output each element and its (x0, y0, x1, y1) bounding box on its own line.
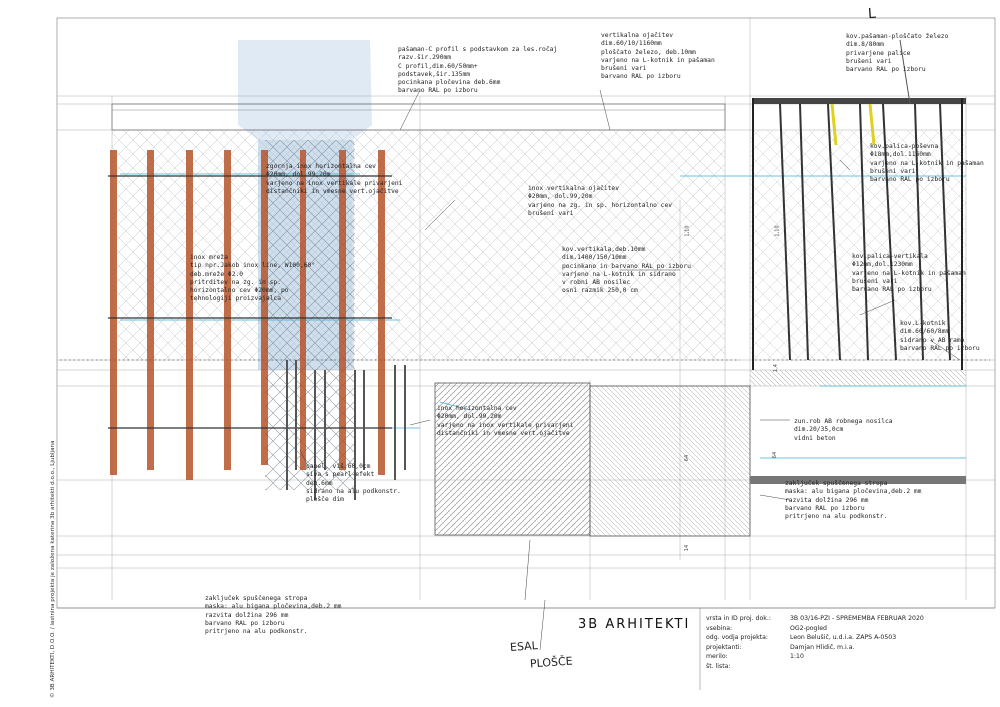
note-kov-l-kotnik: kov.L-kotnik dim.60/60/8mm sidrano v AB … (900, 320, 980, 352)
dim-label: 1,10 (684, 225, 691, 237)
concrete-block-right (589, 385, 751, 537)
right-railing (752, 39, 966, 370)
sheet-mark: L (867, 5, 877, 23)
note-kov-vertikala: kov.vertikala,deb.10mm dim.1400/150/10mm… (562, 246, 691, 295)
note-kov-pasaman-plosc: kov.pašaman-ploščato železo dim.8/80mm p… (846, 33, 949, 74)
dim-label: 64 (772, 451, 779, 459)
title-block-values: 3B 03/16-PZI - SPREMEMBA FEBRUAR 2020 OG… (790, 615, 924, 661)
handwriting-esal: ESAL (509, 639, 539, 654)
sheet-frame (56, 17, 996, 690)
pencil-verticals (286, 360, 406, 500)
note-panel: panel, viš.60,0cm siva s pearl-efekt deb… (306, 463, 401, 504)
copyright-text: © 3B ARHITEKTI, D.O.O. / lastnina projek… (50, 440, 56, 698)
note-zakljucek-spodaj: zaključek spuščenega stropa maska: alu b… (205, 595, 342, 636)
note-inox-horiz-cev: inox horizontalna cev Φ20mm, dol.99,20m … (437, 405, 574, 437)
concrete-block-left (434, 382, 591, 536)
dim-label: 1,4 (772, 364, 779, 372)
note-zgornja-inox-cev: zgornja inox horizontalna cev Φ20mm, dol… (266, 163, 403, 195)
dim-label: 1,10 (774, 225, 781, 237)
note-kov-palica-vertikala: kov.palica-vertikala Φ12mm,dol.1230mm va… (852, 253, 966, 294)
note-pasaman-c-profil: pašaman-C profil s podstavkom za les.roč… (398, 46, 558, 95)
dim-label: 64 (684, 454, 691, 462)
note-zun-rob-ab: zun.rob AB robnega nosilca dim.20/35,0cm… (794, 418, 893, 442)
ceiling-strip (750, 370, 966, 484)
post-rails (108, 175, 392, 429)
note-kov-palica-posevna: kov.palica-poševna Φ18mm,dol.1160mm varj… (870, 143, 984, 184)
note-zakljucek-desno: zaključek spuščenega stropa maska: alu b… (785, 480, 922, 521)
note-vertikalna-ojacitev: vertikalna ojačitev dim.60/10/1160mm plo… (601, 32, 715, 81)
note-inox-vert-ojacitev: inox vertikalna ojačitev Φ20mm, dol.99,2… (528, 185, 673, 217)
top-rail (111, 103, 726, 131)
note-inox-mreza: inox mreža tip npr.Jakob inox line, W100… (190, 254, 316, 303)
dim-label: 14 (684, 544, 691, 552)
inox-mesh-area (112, 130, 966, 490)
leader-lines (299, 89, 961, 651)
firm-name: 3B ARHITEKTI (578, 617, 691, 632)
rust-posts (110, 150, 385, 480)
title-block-labels: vrsta in ID proj. dok.: vsebina: odg. vo… (706, 615, 771, 670)
